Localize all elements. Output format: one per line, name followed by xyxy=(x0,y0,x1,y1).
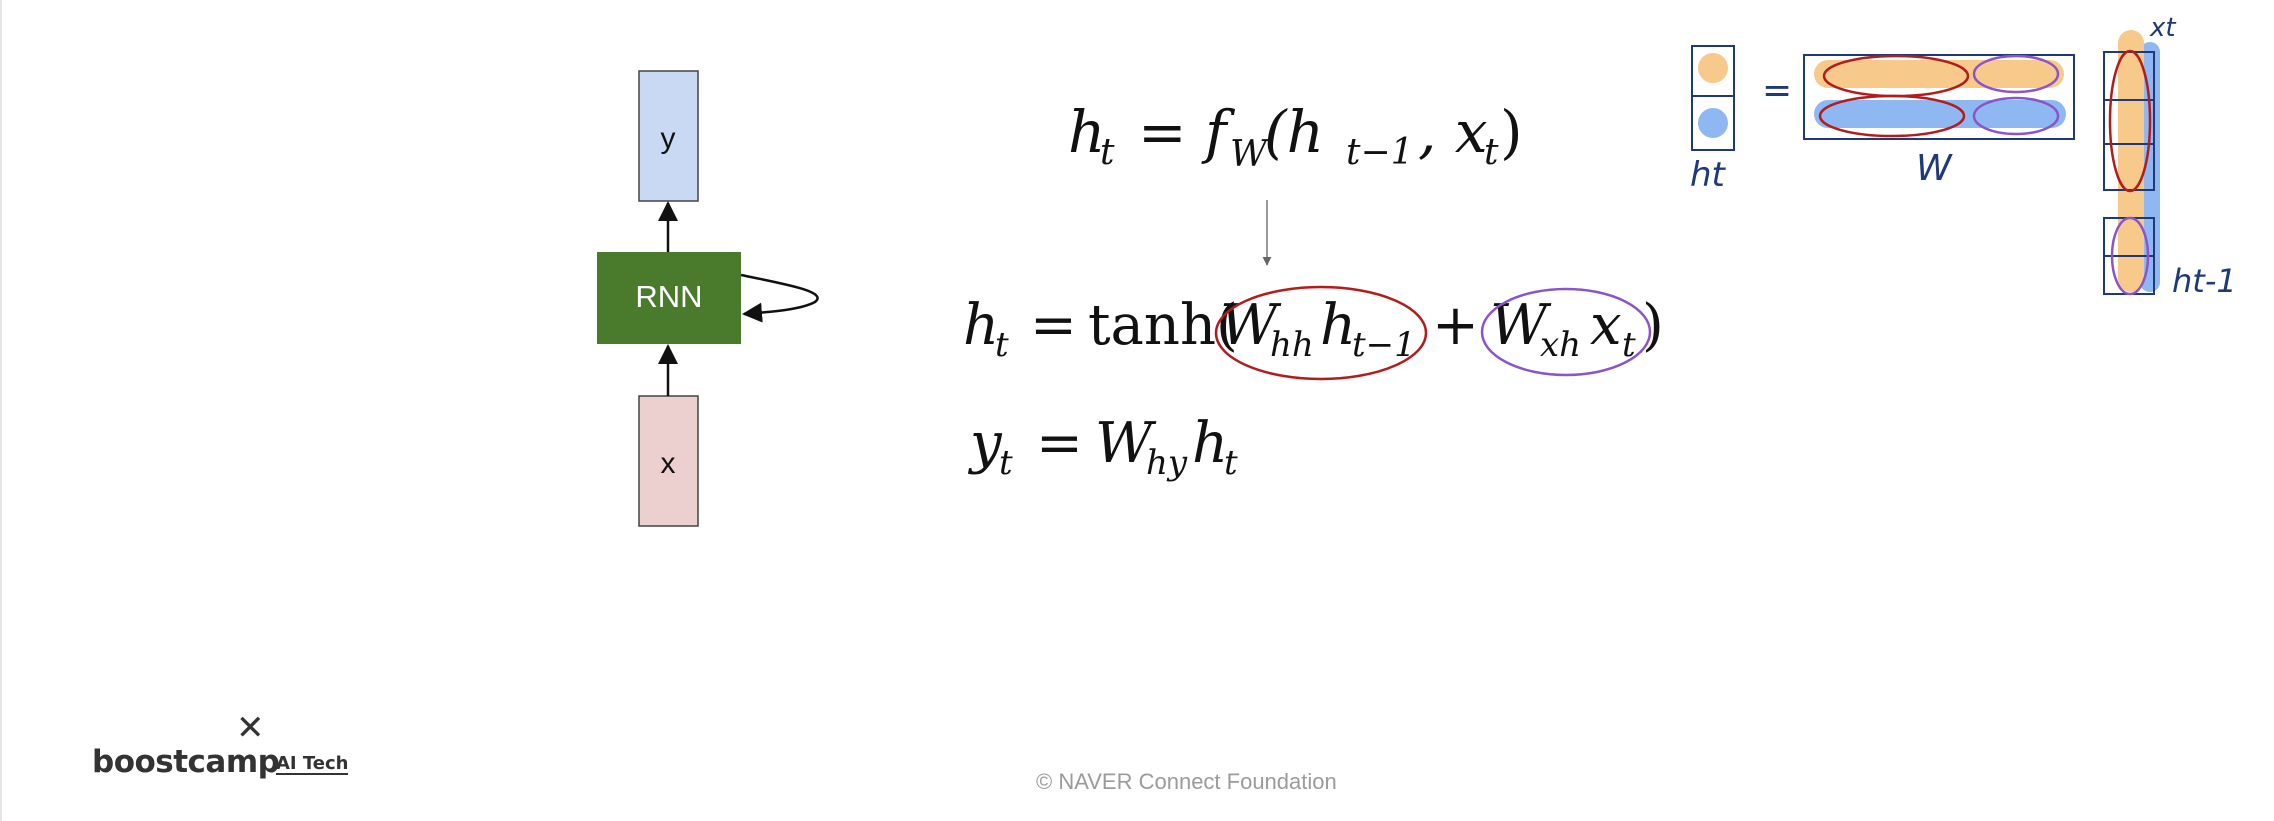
eq2-lhs-sub: t xyxy=(995,325,1009,365)
logo-wordmark: boostcamp xyxy=(92,744,280,780)
handwritten-annotation: ht = W xt ht-1 xyxy=(1690,13,2237,300)
eq1-close: ) xyxy=(1500,98,1523,166)
eq1-lhs-sub: t xyxy=(1100,132,1115,173)
w-handwritten-label: W xyxy=(1916,148,1953,189)
input-node-box xyxy=(638,395,699,527)
w-wxh-row2-circle xyxy=(1972,96,2060,136)
equation-1: h t = f W (h t−1 , x t ) xyxy=(1068,98,1523,175)
concat-orange-column xyxy=(2118,30,2144,292)
ht-handwritten-label: ht xyxy=(1690,155,1727,195)
eq2-eq: = xyxy=(1030,293,1077,358)
whh-term-circle xyxy=(1214,285,1428,381)
input-node-label: x xyxy=(661,447,676,480)
eq1-arg2-sub: t xyxy=(1484,132,1499,173)
eq1-arg1-sub: t−1 xyxy=(1346,132,1414,173)
eq2-lhs: h xyxy=(963,293,999,358)
xt-handwritten-label: xt xyxy=(2149,13,2176,43)
annotation-equal-sign: = xyxy=(1762,70,1792,111)
logo-suffix: AI Tech xyxy=(276,753,349,775)
output-node-label: y xyxy=(661,122,676,155)
ht-orange-dot xyxy=(1698,53,1728,83)
ht1-handwritten-label: ht-1 xyxy=(2172,262,2237,300)
eq1-args: (h xyxy=(1264,98,1324,166)
eq3-w: W xyxy=(1095,411,1157,476)
eq2-h: h xyxy=(1320,293,1356,358)
concat-purple-circle xyxy=(2110,216,2150,296)
w-row1-orange-bar xyxy=(1814,60,2064,88)
w-whh-row2-circle xyxy=(1818,94,1966,138)
eq2-w1: W xyxy=(1220,293,1282,358)
wxh-term-circle xyxy=(1480,287,1652,377)
rnn-cell-box xyxy=(597,252,741,344)
eq3-lhs-sub: t xyxy=(999,443,1013,483)
recurrent-loop-arrow xyxy=(740,273,819,323)
eq2-w2-sub: xh xyxy=(1540,325,1581,365)
ht-blue-dot xyxy=(1698,108,1728,138)
eq3-h-sub: t xyxy=(1224,443,1238,483)
eq2-h-sub: t−1 xyxy=(1352,325,1416,365)
eq2-plus: + xyxy=(1432,293,1479,358)
ht-vector-box xyxy=(1691,45,1735,151)
eq1-eq: = xyxy=(1138,98,1187,166)
eq1-f-sub: W xyxy=(1230,134,1270,175)
equation-2: h t = tanh( W hh h t−1 + W xh x t ) xyxy=(963,285,1664,381)
eq1-comma: , x xyxy=(1418,98,1488,166)
w-row2-blue-bar xyxy=(1814,100,2066,128)
w-matrix-box xyxy=(1803,54,2075,140)
eq3-lhs: y xyxy=(967,411,1003,476)
boostcamp-logo: ✕ boostcamp AI Tech xyxy=(92,708,352,782)
eq2-w1-sub: hh xyxy=(1270,325,1314,365)
logo-x-mark: ✕ xyxy=(236,708,265,748)
rnn-diagram: y RNN x xyxy=(597,70,819,527)
eq3-eq: = xyxy=(1036,411,1083,476)
footer-copyright: © NAVER Connect Foundation xyxy=(1036,769,1337,794)
equation-3: y t = W hy h t xyxy=(967,411,1238,483)
eq1-lhs: h xyxy=(1068,98,1105,166)
eq2-x: x xyxy=(1590,293,1622,358)
rnn-cell-label: RNN xyxy=(635,279,702,314)
w-wxh-row1-circle xyxy=(1972,54,2060,94)
concat-red-circle xyxy=(2108,49,2152,193)
eq2-x-sub: t xyxy=(1622,325,1636,365)
eq2-func: tanh( xyxy=(1088,293,1238,358)
eq3-w-sub: hy xyxy=(1146,443,1188,483)
slide-edge xyxy=(0,0,2,821)
eq3-h: h xyxy=(1192,411,1228,476)
